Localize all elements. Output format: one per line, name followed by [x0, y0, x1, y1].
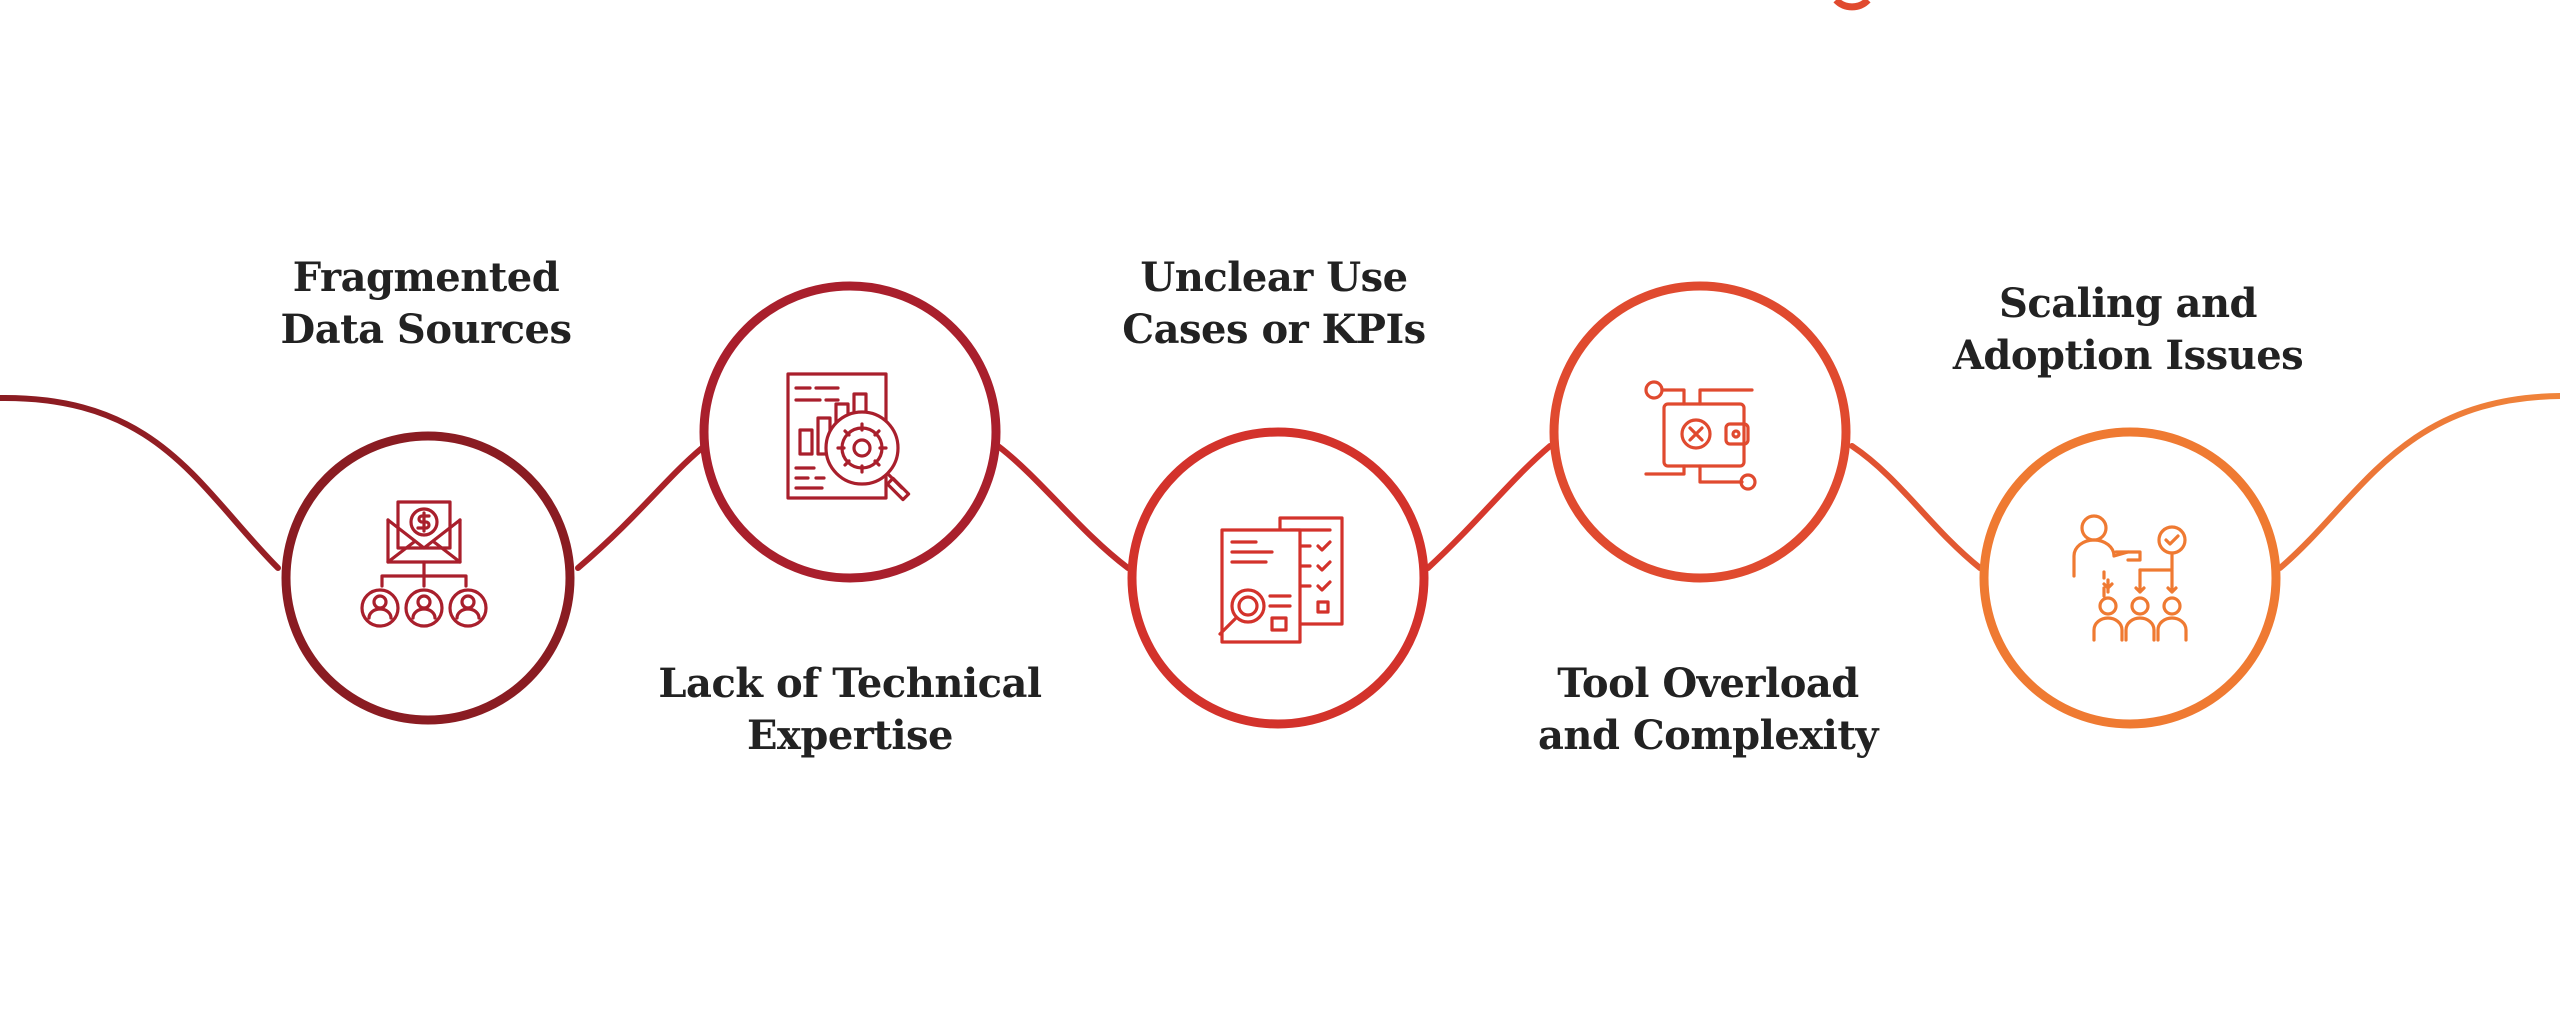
- document-checklist-search-icon: [1218, 516, 1344, 644]
- stage-5-label: Scaling and Adoption Issues: [1868, 278, 2388, 382]
- wave-segment-3-4: [1425, 443, 1553, 571]
- wave-segment-right: [2277, 393, 2560, 571]
- wallet-circuit-error-icon: [1644, 380, 1757, 491]
- email-money-network-icon: [360, 500, 488, 628]
- stage-4-label: Tool Overload and Complexity: [1448, 658, 1968, 762]
- stage-node-4: [1549, 281, 1851, 583]
- stage-5-label-line-2: Adoption Issues: [1952, 332, 2304, 379]
- stage-2-label-line-1: Lack of Technical: [658, 660, 1042, 707]
- stage-node-5: [1979, 427, 2281, 729]
- stage-4-label-line-2: and Complexity: [1537, 712, 1879, 759]
- stage-node-2: [699, 281, 1001, 583]
- stage-node-1: [281, 431, 575, 725]
- stage-2-label: Lack of Technical Expertise: [590, 658, 1110, 762]
- stage-node-3: [1127, 427, 1429, 729]
- wave-segment-2-3: [995, 443, 1131, 571]
- stage-4-label-line-1: Tool Overload: [1557, 660, 1859, 707]
- wave-segment-4-5: [1849, 443, 1983, 571]
- stage-3-label-line-2: Cases or KPIs: [1122, 306, 1426, 353]
- wave-segment-left: [0, 394, 281, 571]
- team-flow-approval-icon: [2072, 514, 2188, 642]
- stage-3-label: Unclear Use Cases or KPIs: [1014, 252, 1534, 356]
- analytics-gear-report-icon: [786, 372, 911, 502]
- wave-segment-1-2: [575, 445, 705, 571]
- stage-1-label: Fragmented Data Sources: [166, 252, 686, 356]
- top-accent-arc: [1833, 0, 1871, 11]
- stage-1-label-line-2: Data Sources: [280, 306, 572, 353]
- stage-3-label-line-1: Unclear Use: [1140, 254, 1408, 301]
- stage-1-label-line-1: Fragmented: [292, 254, 560, 301]
- stage-2-label-line-2: Expertise: [747, 712, 953, 759]
- connector-wave: [0, 393, 2560, 571]
- stage-5-label-line-1: Scaling and: [1999, 280, 2258, 327]
